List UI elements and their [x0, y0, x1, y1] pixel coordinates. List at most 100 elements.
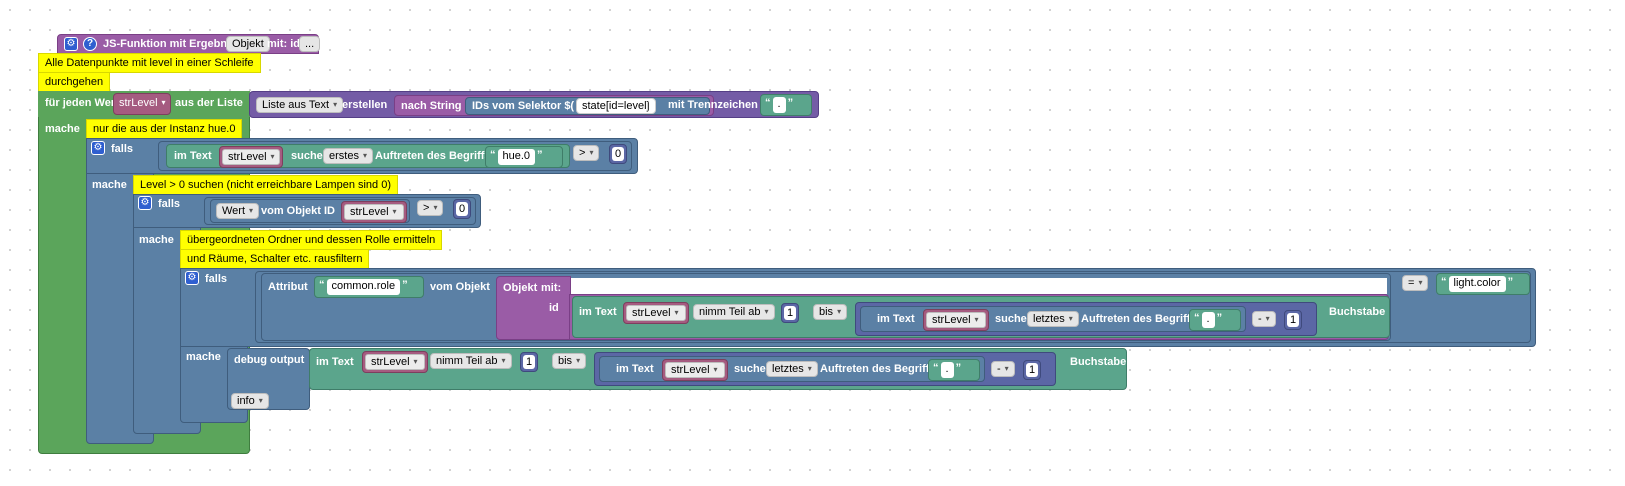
gear-icon[interactable]: ⚙	[138, 196, 152, 210]
if-do-label: mache	[186, 351, 221, 363]
to-string-block[interactable]: nach String IDs vom Selektor $( state[id…	[394, 95, 714, 116]
operator-dropdown[interactable]: >▾	[417, 200, 444, 216]
function-params-label: mit: id	[267, 38, 300, 50]
search-label: suche	[995, 313, 1027, 325]
loop-label: für jeden Wert	[45, 97, 119, 109]
quote-open-icon: “	[765, 97, 771, 109]
number-block[interactable]: 0	[609, 144, 627, 164]
operator-dropdown[interactable]: =▾	[1402, 275, 1429, 291]
quote-close-icon: ”	[1216, 312, 1223, 324]
selector-value[interactable]: state[id=level]	[576, 98, 656, 114]
quote-open-icon: “	[490, 149, 496, 161]
in-text-label: im Text	[174, 150, 212, 162]
substring-block-1[interactable]: im Text strLevel▾ nimm Teil ab▾ 1 bis▾ i…	[572, 296, 1390, 338]
comment-block[interactable]: übergeordneten Ordner und dessen Rolle e…	[180, 230, 443, 250]
in-text-label: im Text	[616, 363, 654, 375]
substring-to-dropdown[interactable]: bis▾	[813, 304, 848, 320]
occurrence-label: Auftreten des Begriffs	[1081, 313, 1197, 325]
comment-block[interactable]: durchgehen	[38, 72, 111, 92]
list-mode-dropdown[interactable]: Liste aus Text▾	[256, 97, 344, 113]
help-icon[interactable]: ?	[83, 37, 97, 51]
variable-dropdown[interactable]: strLevel▾	[623, 302, 689, 324]
object-value-block[interactable]: Wert▾ vom Objekt ID strLevel▾	[210, 199, 410, 223]
minus-operator-dropdown[interactable]: -▾	[991, 361, 1015, 377]
number-block[interactable]: 1	[1284, 310, 1302, 330]
function-title: JS-Funktion mit Ergebnis	[103, 38, 237, 50]
property-dropdown[interactable]: Wert▾	[216, 203, 260, 219]
number-block[interactable]: 0	[453, 199, 471, 219]
selector-block[interactable]: IDs vom Selektor $( state[id=level] )	[465, 97, 710, 115]
object-id-label: id	[549, 302, 559, 314]
quote-open-icon: “	[1441, 276, 1447, 288]
occurrence-dropdown[interactable]: letztes▾	[1027, 311, 1079, 327]
number-block[interactable]: 1	[781, 303, 799, 323]
quote-open-icon: “	[1194, 312, 1200, 324]
occurrence-dropdown[interactable]: erstes▾	[323, 148, 373, 164]
function-params-button[interactable]: ...	[299, 36, 321, 52]
loop-variable-dropdown[interactable]: strLevel▾	[113, 93, 171, 115]
quote-close-icon: ”	[1507, 276, 1514, 288]
attribute-slot	[571, 278, 1387, 294]
substring-mode-dropdown[interactable]: nimm Teil ab▾	[430, 353, 512, 369]
comment-block[interactable]: nur die aus der Instanz hue.0	[86, 119, 243, 139]
gear-icon[interactable]: ⚙	[91, 141, 105, 155]
attribute-label: Attribut	[268, 281, 308, 293]
object-create-block[interactable]: Objekt mit: id	[496, 276, 571, 340]
if-label: falls	[111, 143, 134, 155]
minus-block[interactable]: im Text strLevel▾ suche letztes▾ Auftret…	[855, 302, 1317, 336]
to-string-label: nach String	[401, 100, 462, 112]
object-label: Objekt	[503, 282, 538, 294]
selector-label: IDs vom Selektor $(	[472, 100, 575, 112]
text-indexof-block[interactable]: im Text strLevel▾ suche letztes▾ Auftret…	[599, 356, 985, 382]
loop-from-list-label: aus der Liste	[175, 97, 243, 109]
list-from-text-block[interactable]: Liste aus Text▾ erstellen nach String ID…	[249, 91, 819, 118]
substring-mode-dropdown[interactable]: nimm Teil ab▾	[693, 304, 775, 320]
search-label: suche	[734, 363, 766, 375]
occurrence-label: Auftreten des Begriffs	[820, 363, 936, 375]
comment-block[interactable]: und Räume, Schalter etc. rausfiltern	[180, 249, 370, 269]
occurrence-label: Auftreten des Begriffs	[375, 150, 491, 162]
delimiter-string-block[interactable]: “.”	[760, 94, 812, 116]
variable-dropdown[interactable]: strLevel▾	[219, 146, 283, 168]
selector-close: )	[648, 100, 652, 112]
from-object-id-label: vom Objekt ID	[261, 205, 335, 217]
number-block[interactable]: 1	[1023, 360, 1041, 380]
if-label: falls	[205, 273, 228, 285]
if-label: falls	[158, 198, 181, 210]
if-do-label: mache	[92, 179, 127, 191]
substring-to-dropdown[interactable]: bis▾	[552, 353, 587, 369]
number-block[interactable]: 1	[520, 352, 538, 372]
quote-close-icon: ”	[537, 149, 543, 161]
occurrence-dropdown[interactable]: letztes▾	[766, 361, 818, 377]
term-string-block[interactable]: “.”	[1189, 309, 1241, 331]
in-text-label: im Text	[316, 356, 354, 368]
operator-dropdown[interactable]: >▾	[573, 145, 600, 161]
variable-dropdown[interactable]: strLevel▾	[362, 351, 428, 373]
variable-dropdown[interactable]: strLevel▾	[662, 359, 728, 381]
text-indexof-block[interactable]: im Text strLevel▾ suche letztes▾ Auftret…	[860, 306, 1246, 332]
compare-string-block[interactable]: “light.color”	[1436, 273, 1530, 295]
text-indexof-block-1[interactable]: im Text strLevel▾ suche erstes▾ Auftrete…	[166, 144, 570, 168]
minus-block[interactable]: im Text strLevel▾ suche letztes▾ Auftret…	[594, 352, 1056, 386]
letter-label: Buchstabe	[1070, 356, 1127, 368]
letter-label: Buchstabe	[1329, 306, 1386, 318]
search-label: suche	[291, 150, 323, 162]
quote-open-icon: “	[319, 279, 325, 291]
function-type-dropdown[interactable]: Objekt	[226, 36, 270, 52]
comment-block[interactable]: Alle Datenpunkte mit level in einer Schl…	[38, 53, 261, 73]
gear-icon[interactable]: ⚙	[64, 37, 78, 51]
variable-dropdown[interactable]: strLevel▾	[923, 309, 989, 331]
from-object-label: vom Objekt	[430, 281, 490, 293]
list-create-label: erstellen	[342, 99, 388, 111]
comment-block[interactable]: Level > 0 suchen (nicht erreichbare Lamp…	[133, 175, 399, 195]
term-string-block[interactable]: “hue.0”	[485, 146, 563, 168]
attribute-string-block[interactable]: “common.role”	[314, 276, 424, 298]
substring-block-2[interactable]: im Text strLevel▾ nimm Teil ab▾ 1 bis▾ i…	[309, 348, 1127, 390]
variable-dropdown[interactable]: strLevel▾	[341, 201, 407, 223]
function-definition-block[interactable]: ⚙ ? JS-Funktion mit Ergebnis Objekt mit:…	[57, 34, 321, 54]
gear-icon[interactable]: ⚙	[185, 271, 199, 285]
term-string-block[interactable]: “.”	[928, 359, 980, 381]
debug-output-block[interactable]: debug output info▾	[227, 348, 310, 410]
debug-level-dropdown[interactable]: info▾	[231, 393, 269, 409]
minus-operator-dropdown[interactable]: -▾	[1252, 311, 1276, 327]
